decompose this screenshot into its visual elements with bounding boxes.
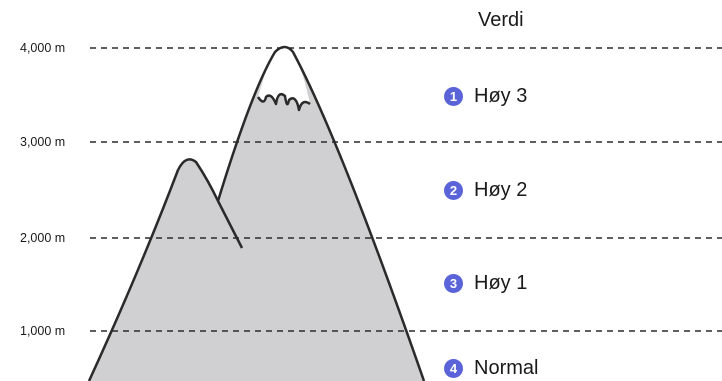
altitude-label-1000: 1,000 m — [20, 324, 66, 338]
level-item-2: 2 Høy 2 — [444, 178, 527, 202]
level-label: Høy 2 — [474, 178, 528, 201]
level-number-badge: 3 — [444, 273, 463, 293]
level-number-badge: 2 — [444, 180, 463, 200]
level-label: Høy 1 — [474, 271, 528, 294]
level-item-1: 1 Høy 3 — [444, 84, 527, 108]
snow-cap — [258, 47, 310, 110]
altitude-label-3000: 3,000 m — [20, 135, 66, 149]
level-number-badge: 4 — [444, 358, 463, 378]
level-number-badge: 1 — [444, 86, 463, 106]
main-mountain-left-outline — [216, 45, 426, 381]
left-mountain-outline — [87, 158, 244, 381]
altitude-label-4000: 4,000 m — [20, 41, 66, 55]
header-label: Verdi — [478, 9, 524, 31]
level-item-4: 4 Normal — [444, 356, 538, 380]
altitude-label-2000: 2,000 m — [20, 231, 66, 245]
level-label: Normal — [474, 356, 539, 379]
main-mountain — [166, 47, 424, 381]
level-label: Høy 3 — [474, 84, 528, 107]
snow-line-outline — [256, 93, 311, 112]
level-item-3: 3 Høy 1 — [444, 271, 527, 295]
